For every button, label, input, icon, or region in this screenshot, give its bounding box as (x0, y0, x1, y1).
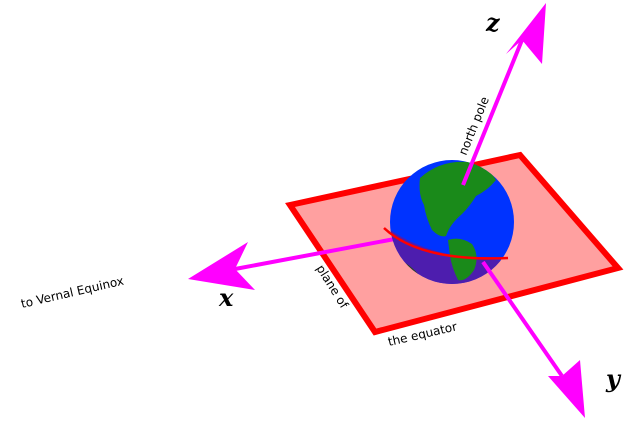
y-axis (481, 260, 585, 418)
south-america-land (448, 238, 477, 281)
north-america-land (419, 161, 496, 237)
y-axis-label: y (605, 364, 622, 393)
equator-line (383, 227, 509, 260)
z-axis-arrowhead (506, 3, 546, 64)
vernal-equinox-caption: to Vernal Equinox (20, 274, 126, 311)
z-axis-label: z (485, 8, 501, 37)
z-axis (461, 3, 546, 186)
y-axis-arrowhead (548, 360, 585, 418)
x-axis-arrowhead (188, 242, 255, 290)
x-axis-label: x (218, 283, 234, 312)
x-axis (188, 236, 401, 290)
